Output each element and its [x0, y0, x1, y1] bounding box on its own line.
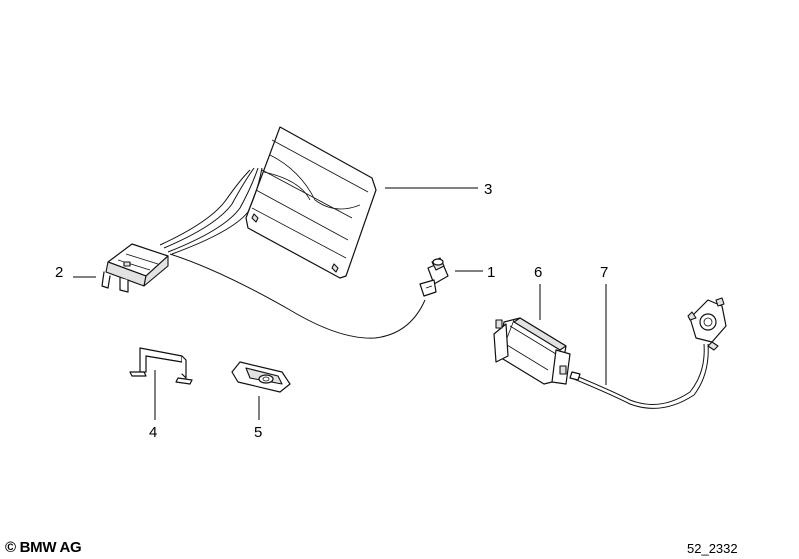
- switch-housing-part: [231, 361, 291, 393]
- callout-6: 6: [534, 264, 542, 281]
- callout-1: 1: [487, 264, 495, 281]
- sensor-part: [419, 257, 449, 297]
- sensor-cable: [169, 253, 426, 339]
- connector-part: [101, 243, 169, 293]
- motor-part: [493, 317, 571, 385]
- callout-5: 5: [254, 424, 262, 441]
- callout-7: 7: [600, 264, 608, 281]
- copyright-notice: © BMW AG: [5, 539, 82, 556]
- pad-wire-harness: [159, 167, 263, 255]
- drawing-reference: 52_2332: [687, 541, 738, 556]
- heating-pad-part: [245, 126, 377, 279]
- bracket-part: [129, 347, 193, 385]
- drive-shaft-part: [569, 297, 727, 409]
- callout-3: 3: [484, 181, 492, 198]
- callout-2: 2: [55, 264, 63, 281]
- callout-4: 4: [149, 424, 157, 441]
